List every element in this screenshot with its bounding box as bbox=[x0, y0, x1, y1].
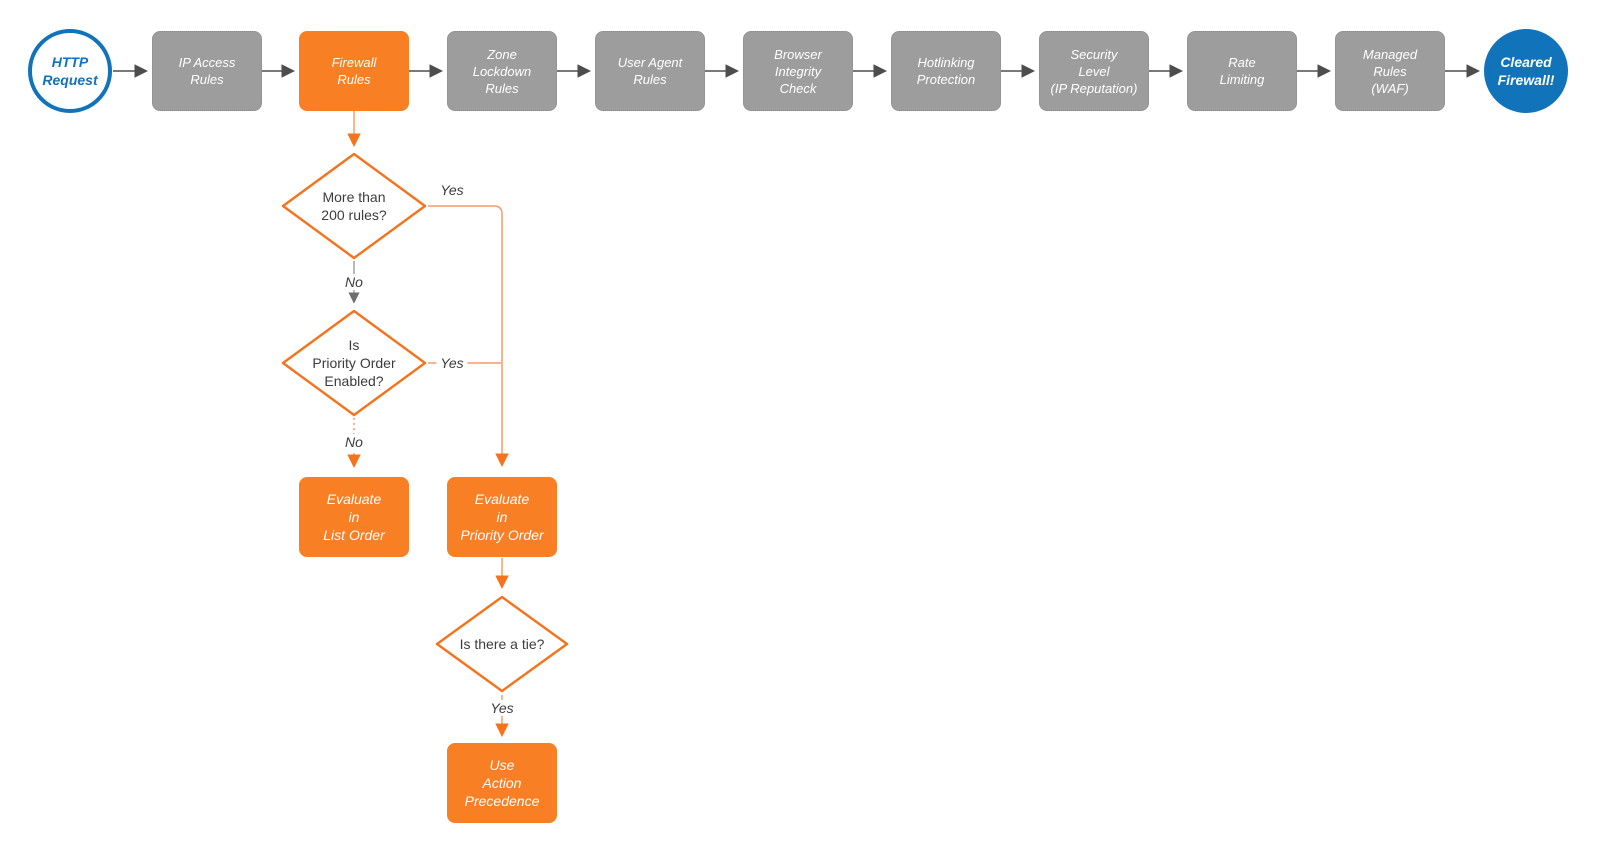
decision-text: More than 200 rules? bbox=[321, 189, 387, 223]
node-label-line: Cleared bbox=[1500, 54, 1552, 70]
stage-user-agent-rules: User Agent Rules bbox=[595, 31, 705, 111]
stage-label-line: User Agent bbox=[617, 55, 683, 70]
action-label-line: Precedence bbox=[464, 793, 540, 809]
stage-label-line: Rules bbox=[1373, 63, 1407, 79]
stage-label-line: Rules bbox=[633, 72, 667, 87]
action-label-line: Action bbox=[482, 775, 522, 791]
decision-text: Is Priority Order Enabled? bbox=[312, 337, 396, 389]
stage-label-line: Rate bbox=[1228, 55, 1256, 70]
stage-label-line: (WAF) bbox=[1371, 80, 1409, 96]
node-label-line: HTTP bbox=[51, 54, 89, 70]
node-label-line: Firewall! bbox=[1497, 72, 1555, 88]
stage-label-line: Level bbox=[1078, 63, 1110, 79]
action-evaluate-in-list-order: Evaluate in List Order bbox=[299, 477, 409, 557]
action-label-line: Evaluate bbox=[474, 491, 530, 507]
stage-security-level-ip-reputation: Security Level (IP Reputation) bbox=[1039, 31, 1149, 111]
edge-label-d1-yes: Yes bbox=[440, 182, 464, 198]
stage-label-line: Firewall bbox=[331, 55, 377, 70]
node-label-line: Request bbox=[42, 72, 98, 88]
action-label-line: Evaluate bbox=[326, 491, 382, 507]
node-cleared-firewall: Cleared Firewall! bbox=[1484, 29, 1568, 113]
action-evaluate-in-priority-order: Evaluate in Priority Order bbox=[447, 477, 557, 557]
edge-label-d2-no: No bbox=[341, 434, 367, 450]
stage-label-line: Hotlinking bbox=[917, 55, 975, 70]
stage-browser-integrity-check: Browser Integrity Check bbox=[743, 31, 853, 111]
stage-label-line: Protection bbox=[916, 72, 976, 87]
decision-is-there-a-tie: Is there a tie? bbox=[435, 595, 569, 693]
decision-more-than-200-rules: More than 200 rules? bbox=[281, 152, 427, 260]
edge-label-d1-no: No bbox=[341, 274, 367, 290]
stage-zone-lockdown-rules: Zone Lockdown Rules bbox=[447, 31, 557, 111]
diamond-shape bbox=[281, 309, 427, 417]
node-http-request: HTTP Request bbox=[28, 29, 112, 113]
stage-ip-access-rules: IP Access Rules bbox=[152, 31, 262, 111]
decision-priority-order-enabled: Is Priority Order Enabled? bbox=[281, 309, 427, 417]
stage-firewall-rules: Firewall Rules bbox=[299, 31, 409, 111]
stage-label-line: Rules bbox=[485, 80, 519, 96]
edge-label-d2-yes: Yes bbox=[436, 355, 468, 371]
stage-label-line: Check bbox=[779, 80, 817, 96]
stage-label-line: Lockdown bbox=[472, 63, 532, 79]
stage-label-line: (IP Reputation) bbox=[1050, 80, 1138, 96]
stage-managed-rules-waf: Managed Rules (WAF) bbox=[1335, 31, 1445, 111]
decision-text: Is there a tie? bbox=[459, 636, 545, 652]
stage-label-line: Rules bbox=[190, 72, 224, 87]
stage-label-line: Integrity bbox=[774, 63, 822, 79]
stage-hotlinking-protection: Hotlinking Protection bbox=[891, 31, 1001, 111]
action-use-action-precedence: Use Action Precedence bbox=[447, 743, 557, 823]
action-label-line: in bbox=[496, 509, 508, 525]
stage-label-line: Browser bbox=[774, 46, 822, 62]
edge-label-d3-yes: Yes bbox=[486, 700, 518, 716]
stage-label-line: Managed bbox=[1362, 46, 1418, 62]
stage-label-line: Rules bbox=[337, 72, 371, 87]
action-label-line: List Order bbox=[323, 527, 385, 543]
action-label-line: Use bbox=[489, 757, 515, 773]
stage-label-line: Zone bbox=[487, 46, 517, 62]
action-label-line: in bbox=[348, 509, 360, 525]
stage-label-line: IP Access bbox=[178, 55, 236, 70]
action-label-line: Priority Order bbox=[460, 527, 544, 543]
stage-rate-limiting: Rate Limiting bbox=[1187, 31, 1297, 111]
diamond-shape bbox=[281, 152, 427, 260]
diamond-shape bbox=[435, 595, 569, 693]
stage-label-line: Security bbox=[1070, 46, 1118, 62]
wire-d1-yes-to-priority bbox=[428, 205, 509, 468]
stage-label-line: Limiting bbox=[1219, 72, 1265, 87]
